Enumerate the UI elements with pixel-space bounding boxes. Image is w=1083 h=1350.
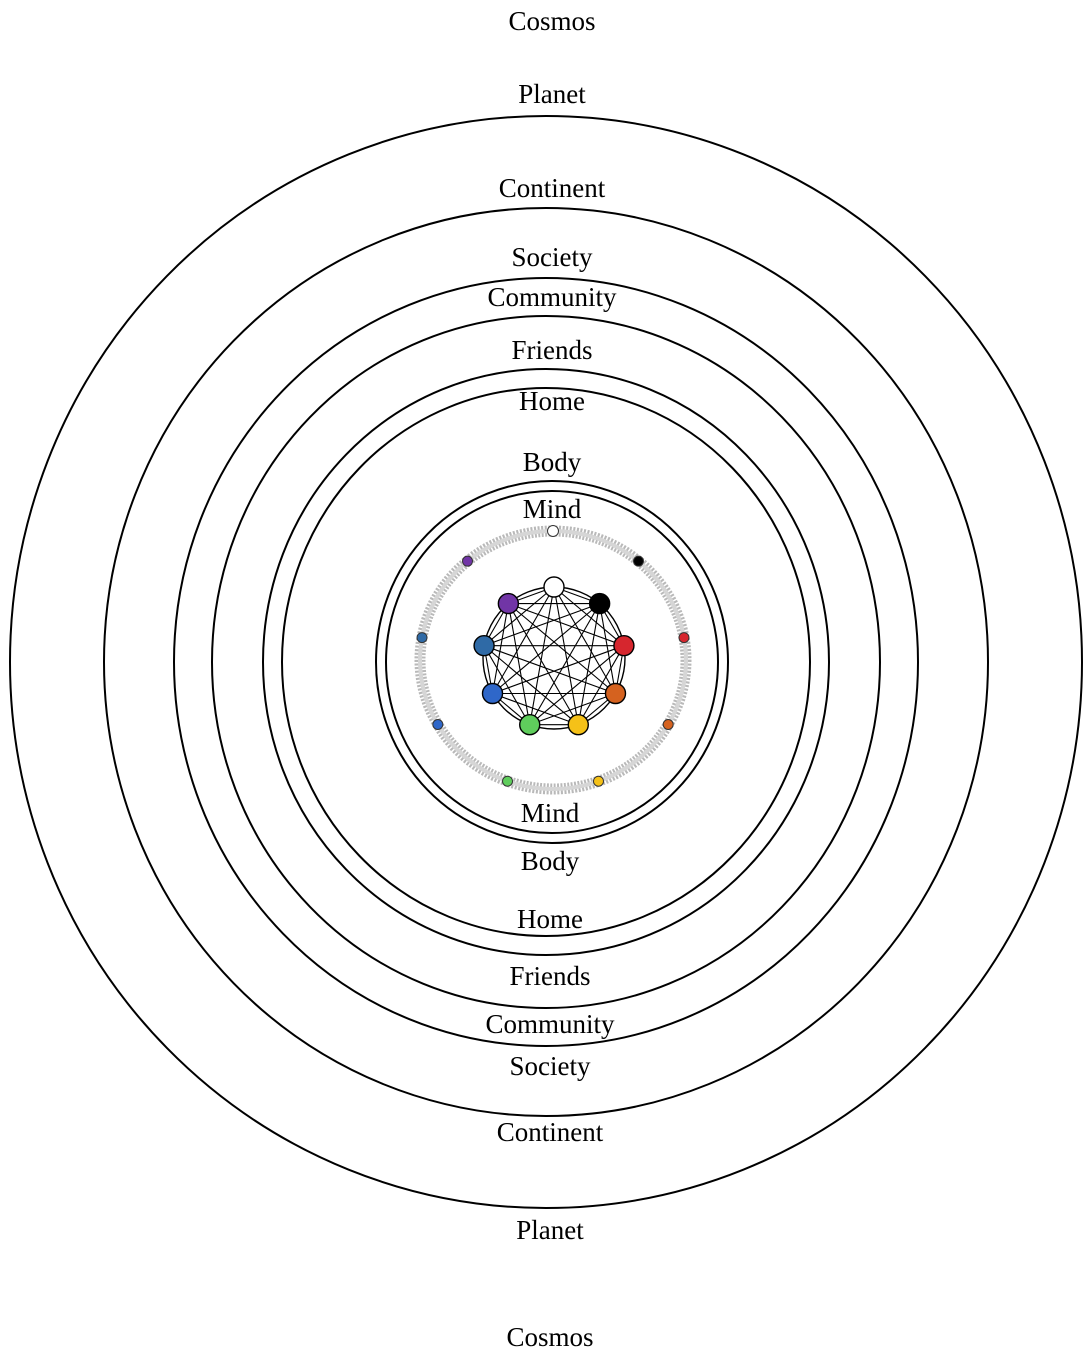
bead-steel-blue <box>416 632 428 644</box>
network-edge <box>508 603 616 694</box>
network-node-green <box>519 714 541 736</box>
network-edge <box>577 645 625 725</box>
network-node-red <box>613 634 635 657</box>
friends-ring <box>262 368 830 956</box>
network-node-orange <box>604 682 627 705</box>
cosmos-label-top: Cosmos <box>508 6 595 36</box>
continent-label-bottom: Continent <box>497 1117 604 1147</box>
network-edge <box>507 603 579 725</box>
community-label-bottom: Community <box>485 1009 615 1039</box>
network-edge <box>553 586 579 725</box>
network-node-purple <box>497 592 520 615</box>
planet-ring <box>9 115 1083 1209</box>
cosmos-label-bottom: Cosmos <box>506 1322 593 1350</box>
network-edge <box>492 603 600 694</box>
network-nodes <box>473 576 635 736</box>
bead-purple <box>462 555 474 567</box>
network-node-yellow <box>567 714 589 736</box>
bead-blue <box>432 719 444 730</box>
bead-white <box>547 525 559 537</box>
network-edge <box>483 645 531 725</box>
outer-beads <box>416 525 690 787</box>
network-edge <box>507 603 531 725</box>
body-label-bottom: Body <box>521 846 580 876</box>
society-label-top: Society <box>512 242 593 272</box>
friends-label-top: Friends <box>512 335 593 365</box>
network-edge <box>553 586 616 694</box>
friends-label-bottom: Friends <box>510 961 591 991</box>
society-ring <box>173 277 919 1047</box>
network-edge <box>483 645 616 695</box>
body-ring <box>375 480 729 844</box>
network-edge <box>483 586 555 647</box>
network-edge <box>529 692 616 726</box>
continent-label-top: Continent <box>499 173 606 203</box>
mind-label-bottom: Mind <box>521 798 580 828</box>
network-edge <box>491 603 509 694</box>
home-ring <box>281 387 811 937</box>
network-node-steel-blue <box>473 634 495 657</box>
mind-label-top: Mind <box>523 494 582 524</box>
network-edge <box>483 603 600 647</box>
bead-black <box>632 555 644 567</box>
network-edges <box>483 586 625 726</box>
network-edge <box>508 603 625 647</box>
network-node-blue <box>481 682 504 705</box>
network-node-black <box>588 592 611 615</box>
body-label-top: Body <box>523 447 582 477</box>
network-node-white <box>543 576 565 598</box>
home-label-bottom: Home <box>517 904 583 934</box>
mind-ring <box>385 490 719 834</box>
bead-green <box>502 775 514 787</box>
network-edge <box>529 603 601 725</box>
network-edge <box>483 645 579 726</box>
home-label-top: Home <box>519 386 585 416</box>
planet-label-bottom: Planet <box>516 1215 584 1245</box>
ring-lines <box>9 115 1083 1209</box>
nine-node-network <box>473 576 635 736</box>
grey-bead-ring-core <box>418 529 688 791</box>
network-edge <box>553 586 625 647</box>
continent-ring <box>103 207 989 1117</box>
planet-label-top: Planet <box>518 79 586 109</box>
network-edge <box>577 603 601 725</box>
network-edge <box>529 645 625 726</box>
network-edge <box>492 692 579 726</box>
community-label-top: Community <box>487 282 617 312</box>
network-edge <box>529 586 555 725</box>
community-ring <box>211 315 881 1009</box>
bead-orange <box>662 719 674 730</box>
ring-labels: Cosmos Planet Continent Society Communit… <box>485 6 617 1350</box>
network-edge <box>492 586 555 694</box>
society-label-bottom: Society <box>510 1051 591 1081</box>
network-edge <box>492 645 625 695</box>
bead-yellow <box>592 775 604 787</box>
bead-red <box>678 632 690 644</box>
network-edge <box>599 603 617 694</box>
bead-ring-group <box>414 525 692 795</box>
